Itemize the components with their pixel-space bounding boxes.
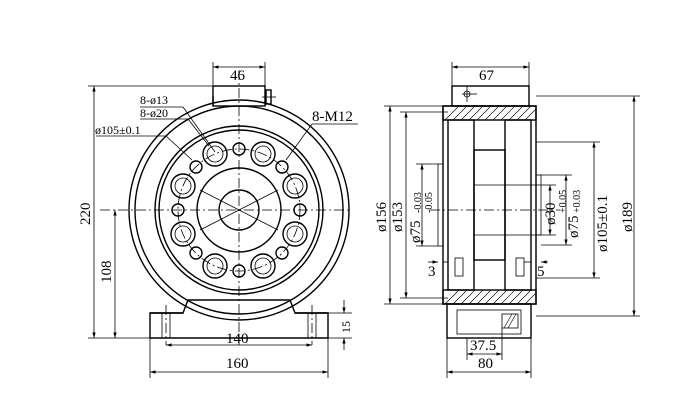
- tol-75-minus-lower: -0.05: [424, 192, 435, 213]
- label-thread: 8-M12: [312, 109, 353, 125]
- hatch-bottom-lines: [444, 289, 537, 305]
- dim-base-thickness: 15: [339, 321, 353, 333]
- dim-front-top-width: 46: [230, 68, 246, 84]
- large-holes: [170, 141, 308, 279]
- dim-dia-30: ø30: [543, 203, 559, 226]
- hatch-band-top: [442, 105, 537, 121]
- dim-dia-75-plus: ø75: [566, 216, 582, 239]
- dim-dia-153: ø153: [390, 202, 406, 232]
- side-view: 67 ø156 ø153 ø75 -0.03 -0.05 3 ø30 ø75 +…: [374, 62, 640, 378]
- label-large-holes: 8-ø20: [140, 106, 168, 120]
- dim-base-width: 160: [226, 356, 249, 372]
- front-view: 46 220 108 15 140 160 8-ø13 8-ø20 ø105±0…: [78, 62, 358, 378]
- label-bolt-pcd: ø105±0.1: [95, 123, 141, 137]
- dim-base-hole-span: 140: [226, 331, 249, 347]
- side-shaft: [473, 149, 506, 261]
- dim-dia-75-minus: ø75: [408, 221, 424, 244]
- tol-75-minus-upper: -0.03: [413, 192, 424, 213]
- dim-side-top-width: 67: [479, 68, 495, 84]
- dim-dia-156: ø156: [374, 202, 390, 233]
- dim-side-base-width: 80: [478, 356, 493, 372]
- label-small-holes: 8-ø13: [140, 93, 168, 107]
- dim-dia-189: ø189: [620, 202, 636, 232]
- side-top-boss: [451, 85, 530, 107]
- dim-center-height: 108: [99, 261, 115, 284]
- dim-total-height: 220: [78, 203, 94, 226]
- hatch-top-lines: [444, 105, 537, 121]
- dim-step-right: 5: [537, 264, 545, 280]
- tol-75-plus-lower: +0.03: [572, 190, 583, 213]
- tol-75-plus-upper: +0.05: [558, 190, 569, 213]
- dim-step-left: 3: [428, 264, 436, 280]
- side-base: [446, 303, 532, 339]
- side-body-outline: [442, 105, 537, 305]
- dim-side-base-inner: 37.5: [470, 338, 496, 354]
- dim-dia-105: ø105±0.1: [595, 195, 611, 252]
